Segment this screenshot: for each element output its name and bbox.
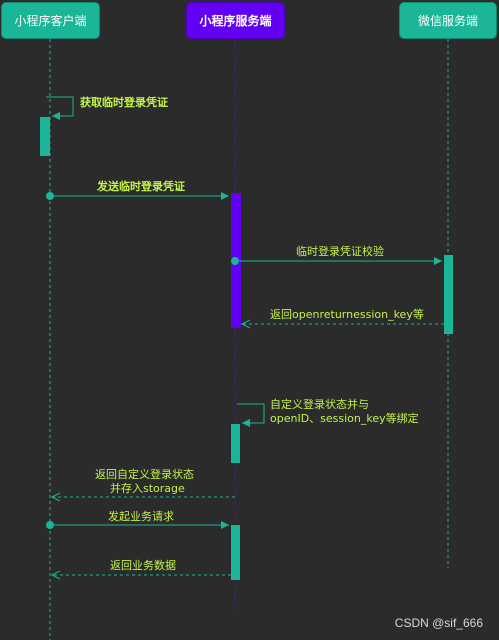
activation-server-2 [231,424,240,463]
message-label-m8: 返回业务数据 [110,559,176,572]
message-label-m3: 临时登录凭证校验 [296,245,384,258]
participant-wechat-label: 微信服务端 [417,14,478,28]
arrow-m5-self [237,403,265,427]
participant-server[interactable]: 小程序服务端 [186,2,285,39]
participant-client[interactable]: 小程序客户端 [1,2,100,39]
activation-server-3 [231,525,240,580]
message-label-m5-line2: openID、session_key等绑定 [270,412,419,425]
watermark: CSDN @sif_666 [394,616,483,630]
activation-wechat-1 [444,255,453,334]
participant-client-label: 小程序客户端 [14,14,87,28]
message-label-m6-line2: 并存入storage [110,482,185,495]
arrow-m1-self [46,96,74,120]
message-label-m4: 返回openreturnession_key等 [270,308,424,321]
activation-client-1 [40,117,50,156]
message-label-m7: 发起业务请求 [108,510,174,523]
message-label-m1: 获取临时登录凭证 [80,96,168,109]
message-label-m2: 发送临时登录凭证 [97,180,185,193]
message-label-m5-line1: 自定义登录状态并与 [270,398,369,411]
participant-wechat[interactable]: 微信服务端 [399,2,497,39]
participant-server-label: 小程序服务端 [199,14,272,28]
message-label-m6-line1: 返回自定义登录状态 [95,468,194,481]
